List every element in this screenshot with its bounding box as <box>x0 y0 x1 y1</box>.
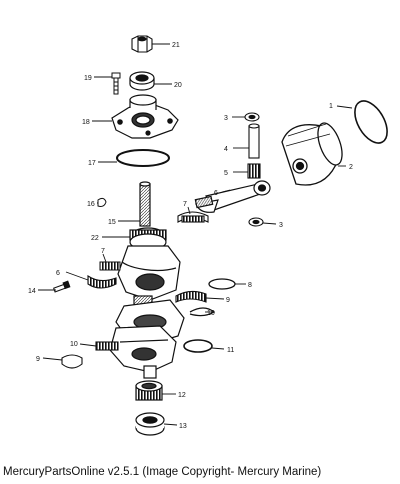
callout-10-right: 10 <box>207 310 215 317</box>
callout-5: 5 <box>224 170 228 177</box>
part-4-piston-pin <box>248 123 260 159</box>
part-18-end-cap <box>111 94 179 139</box>
callout-18: 18 <box>82 119 90 126</box>
callout-8: 8 <box>248 282 252 289</box>
callout-12: 12 <box>178 392 186 399</box>
callout-7-upper: 7 <box>101 248 105 255</box>
callout-3-bottom: 3 <box>279 222 283 229</box>
crankshaft <box>109 181 185 379</box>
callout-20: 20 <box>174 82 182 89</box>
part-6-bearing-left <box>87 274 117 289</box>
part-1-piston-rings <box>354 100 388 144</box>
copyright-footer: MercuryPartsOnline v2.5.1 (Image Copyrig… <box>3 466 322 478</box>
part-2-piston <box>281 122 343 186</box>
part-12-lower-bearing <box>135 380 163 401</box>
callout-19: 19 <box>84 75 92 82</box>
part-17-o-ring <box>116 149 170 167</box>
callout-14: 14 <box>28 288 36 295</box>
exploded-parts-diagram: 21 20 19 18 17 16 15 22 7 6 14 1 2 3 4 5… <box>28 35 388 436</box>
callout-13: 13 <box>179 423 187 430</box>
callout-21: 21 <box>172 42 180 49</box>
callout-1: 1 <box>329 103 333 110</box>
part-3-washer-bottom <box>248 217 264 227</box>
part-19-bolt <box>111 72 121 95</box>
part-7-needle-cage-upper <box>99 261 121 271</box>
leader-lines <box>38 43 353 426</box>
part-7-needle-cage-right <box>177 211 209 223</box>
part-10-needle-cage-left <box>95 341 119 351</box>
callout-16: 16 <box>87 201 95 208</box>
part-5-needle-bearing <box>247 163 261 179</box>
callout-6-left: 6 <box>56 270 60 277</box>
part-16-key <box>97 197 107 207</box>
callout-7-right: 7 <box>183 201 187 208</box>
callout-11: 11 <box>227 347 234 354</box>
part-14-screw <box>53 280 71 293</box>
part-21-nut <box>131 35 153 53</box>
part-8-retaining-ring <box>208 278 236 290</box>
part-6-connecting-rod <box>194 180 271 213</box>
callout-9-left: 9 <box>36 356 40 363</box>
part-9-bearing-right <box>175 290 207 303</box>
callout-10-left: 10 <box>70 341 78 348</box>
callout-3-top: 3 <box>224 115 228 122</box>
callout-9-right: 9 <box>226 297 230 304</box>
part-20-seal <box>129 71 155 91</box>
part-11-ring <box>183 339 213 353</box>
callout-17: 17 <box>88 160 96 167</box>
callout-6-rod: 6 <box>214 190 218 197</box>
callout-4: 4 <box>224 146 228 153</box>
callout-2: 2 <box>349 164 353 171</box>
part-3-washer-top <box>244 112 260 122</box>
callout-15: 15 <box>108 219 116 226</box>
part-13-lower-seal <box>135 412 165 436</box>
part-9-bearing-left <box>61 354 83 369</box>
callout-22: 22 <box>91 235 99 242</box>
